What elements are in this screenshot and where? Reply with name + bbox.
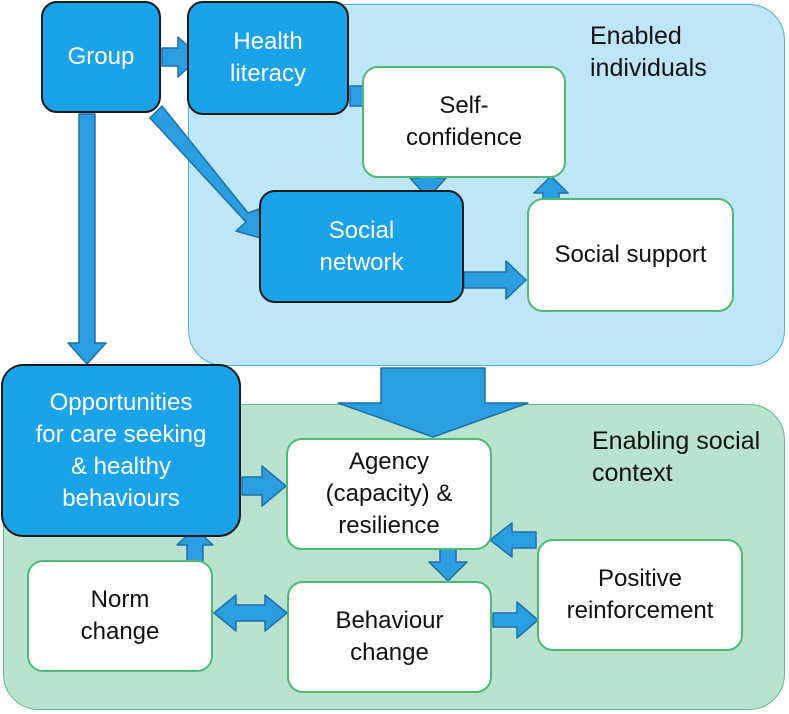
node-social-support: Social support	[527, 198, 734, 312]
arrow-group-to-opportunities	[67, 113, 107, 365]
node-health-literacy: Health literacy	[187, 1, 349, 115]
node-health-literacy-label: Health literacy	[229, 28, 307, 87]
node-positive-reinforcement: Positive reinforcement	[537, 539, 743, 651]
node-norm-change: Norm change	[27, 560, 213, 672]
arrow-opportunities-to-agency	[241, 465, 287, 507]
node-group-label: Group	[67, 43, 135, 70]
node-social-network: Social network	[259, 190, 464, 303]
node-self-confidence: Self- confidence	[362, 66, 566, 178]
node-positive-reinforcement-label: Positive reinforcement	[566, 565, 714, 624]
node-agency-label: Agency (capacity) & resilience	[325, 448, 453, 539]
enabling-social-context-label: Enabling social context	[592, 427, 761, 487]
node-self-confidence-label: Self- confidence	[405, 92, 523, 151]
arrow-behaviour-change-to-positive-reinforcement	[492, 601, 539, 639]
node-social-network-label: Social network	[319, 216, 404, 276]
node-opportunities-label: Opportunities for care seeking & healthy…	[35, 388, 207, 512]
node-agency: Agency (capacity) & resilience	[286, 438, 492, 550]
arrow-norm-behaviour-bidirectional	[213, 594, 288, 632]
arrow-group-to-social-network	[149, 105, 268, 241]
arrow-agency-to-behaviour-change	[428, 545, 468, 582]
enabled-individuals-label: Enabled individuals	[590, 22, 707, 82]
node-behaviour-change-label: Behaviour change	[335, 607, 444, 666]
node-social-support-label: Social support	[554, 241, 707, 268]
node-norm-change-label: Norm change	[80, 586, 160, 645]
node-behaviour-change: Behaviour change	[287, 581, 492, 693]
arrow-positive-reinforcement-to-agency	[489, 522, 537, 558]
arrow-individuals-to-social-context	[337, 367, 529, 438]
node-group: Group	[41, 1, 161, 113]
arrow-social-network-to-social-support	[463, 260, 527, 300]
node-opportunities: Opportunities for care seeking & healthy…	[1, 364, 241, 537]
